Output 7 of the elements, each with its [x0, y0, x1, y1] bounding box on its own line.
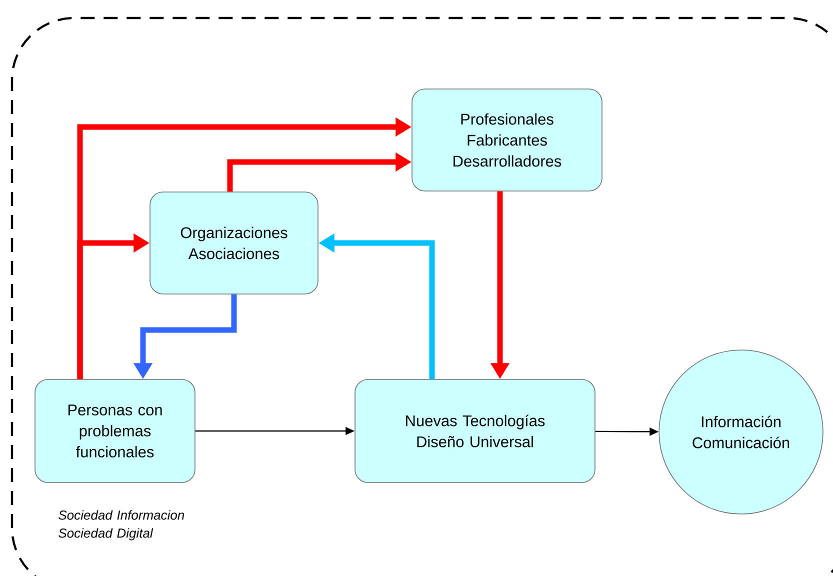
- process-box: Nuevas Tecnologías Diseño Universal: [354, 379, 596, 483]
- dashed-region: [10, 16, 833, 576]
- process-box: Organizaciones Asociaciones: [150, 192, 318, 294]
- circle-node: Información Comunicación: [658, 350, 824, 514]
- process-box: Profesionales Fabricantes Desarrolladores: [412, 88, 602, 192]
- process-box: Personas con problemas funcionales: [34, 379, 196, 483]
- region-label: Sociedad Informacion Sociedad Digital: [58, 510, 184, 540]
